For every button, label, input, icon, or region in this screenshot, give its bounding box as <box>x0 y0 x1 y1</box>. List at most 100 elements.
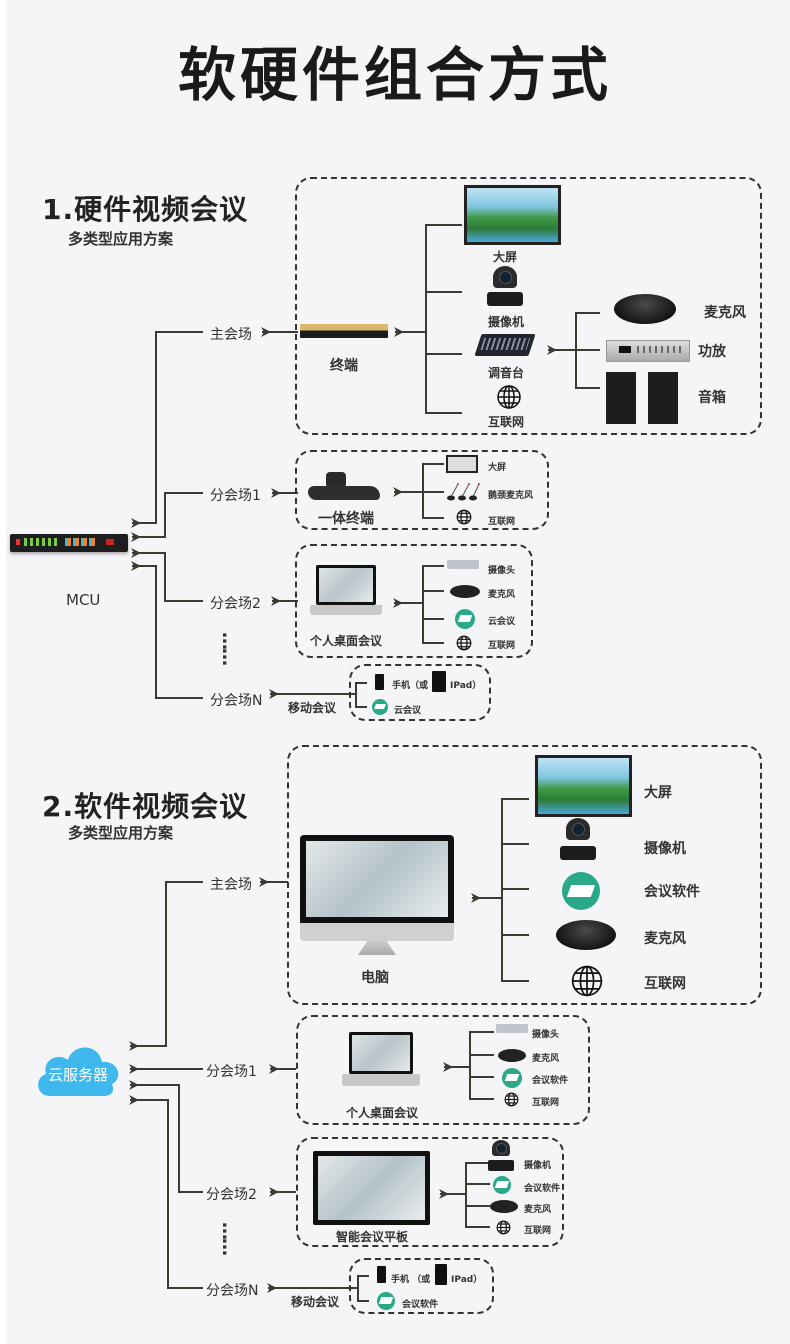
smart-panel-icon <box>313 1151 430 1225</box>
hw-branch2-label: 分会场2 <box>210 596 261 612</box>
cloud-meeting-app-icon <box>372 699 388 715</box>
sw-b2-peripheral-label-1: 会议软件 <box>524 1184 561 1194</box>
hw-b1-peripheral-label-1: 鹅颈麦克风 <box>488 491 534 501</box>
sw-b1-peripheral-label-1: 麦克风 <box>532 1054 560 1064</box>
hw-bN-peripheral-label-1: IPad） <box>450 681 482 691</box>
cloud-server-icon <box>32 1038 124 1098</box>
pc-label: 电脑 <box>361 970 389 986</box>
microphone-icon <box>450 585 480 598</box>
globe-icon <box>496 384 522 414</box>
hw-b2-peripheral-label-1: 麦克风 <box>488 590 516 600</box>
smart-panel-label: 智能会议平板 <box>336 1230 409 1244</box>
sw-branchN-label: 分会场N <box>206 1283 259 1299</box>
terminal-label: 终端 <box>330 358 358 374</box>
globe-icon <box>456 509 472 529</box>
hw-branch1-box <box>295 450 549 530</box>
hw-mixer-input-label-0: 麦克风 <box>704 305 746 321</box>
ptz-camera-icon <box>488 1140 514 1174</box>
gooseneck-mic-icon <box>446 481 480 505</box>
sw-bN-peripheral-label-1: IPad） <box>451 1275 483 1285</box>
globe-icon <box>496 1220 511 1239</box>
hw-mobile-meeting-label: 移动会议 <box>288 701 337 715</box>
small-screen-icon <box>446 455 478 473</box>
sw-b1-peripheral-label-2: 会议软件 <box>532 1076 569 1086</box>
sw-peripheral-label-3: 麦克风 <box>644 931 686 947</box>
sw-branch1-box <box>296 1015 590 1125</box>
globe-icon <box>456 635 472 655</box>
globe-icon <box>570 964 604 1002</box>
meeting-software-icon <box>377 1292 395 1310</box>
laptop-base-icon <box>310 605 382 615</box>
sw-peripheral-label-1: 摄像机 <box>644 841 686 857</box>
terminal-device-icon <box>300 324 388 338</box>
desktop-meeting-label: 个人桌面会议 <box>310 634 383 648</box>
hw-branch2-box <box>295 544 533 658</box>
all-in-one-terminal-icon <box>308 472 380 502</box>
sw-b1-peripheral-label-3: 互联网 <box>532 1098 560 1108</box>
sw-branch2-box <box>296 1137 564 1247</box>
webcam-icon <box>447 560 479 569</box>
hw-main-venue-box <box>295 177 762 435</box>
sw-branch1-label: 分会场1 <box>206 1064 257 1080</box>
phone-icon <box>375 674 384 690</box>
hw-main-venue-label: 主会场 <box>210 327 252 343</box>
meeting-software-icon <box>493 1176 511 1194</box>
hw-bN-peripheral-label-2: 云会议 <box>394 706 422 716</box>
ptz-camera-icon <box>560 818 596 864</box>
audio-mixer-icon <box>474 334 536 356</box>
cloud-server-label: 云服务器 <box>48 1066 109 1084</box>
sw-branchN-box <box>349 1258 494 1314</box>
speaker-right-icon <box>648 372 678 424</box>
big-screen-icon <box>535 755 632 817</box>
sw-b2-peripheral-label-2: 麦克风 <box>524 1205 552 1215</box>
hw-mixer-input-label-2: 音箱 <box>698 390 726 406</box>
hw-peripheral-label-3: 互联网 <box>488 415 525 429</box>
amplifier-icon <box>606 340 690 362</box>
hw-b2-peripheral-label-3: 互联网 <box>488 641 516 651</box>
laptop-screen-icon <box>316 565 376 605</box>
page-title: 软硬件组合方式 <box>177 41 612 109</box>
sw-peripheral-label-0: 大屏 <box>644 785 672 801</box>
software-section-subtitle: 多类型应用方案 <box>68 824 174 842</box>
speaker-left-icon <box>606 372 636 424</box>
ipad-icon <box>432 671 446 692</box>
microphone-icon <box>556 920 616 950</box>
aio-terminal-label: 一体终端 <box>318 511 374 527</box>
hw-b1-peripheral-label-2: 互联网 <box>488 517 516 527</box>
desktop-monitor-icon <box>300 835 454 923</box>
monitor-stand <box>358 941 396 955</box>
hw-bN-peripheral-label-0: 手机（或 <box>392 681 429 691</box>
hw-peripheral-label-2: 调音台 <box>488 366 525 380</box>
ipad-icon <box>435 1264 447 1285</box>
sw-b2-peripheral-label-3: 互联网 <box>524 1226 552 1236</box>
hw-b2-peripheral-label-0: 摄像头 <box>488 566 516 576</box>
software-section-title: 2.软件视频会议 <box>42 790 249 823</box>
sw-ellipsis: …… <box>218 1222 239 1254</box>
hw-peripheral-label-0: 大屏 <box>493 250 518 264</box>
sw-desktop-meeting-label: 个人桌面会议 <box>346 1106 419 1120</box>
hw-branchN-box <box>349 664 491 721</box>
globe-icon <box>504 1092 519 1111</box>
hw-b1-peripheral-label-0: 大屏 <box>488 463 507 473</box>
ptz-camera-icon <box>487 266 523 310</box>
laptop-screen-icon <box>349 1032 413 1074</box>
hardware-section-subtitle: 多类型应用方案 <box>68 230 174 248</box>
sw-bN-peripheral-label-0: 手机 （或 <box>391 1275 431 1285</box>
microphone-icon <box>498 1049 526 1062</box>
sw-branch2-label: 分会场2 <box>206 1187 257 1203</box>
monitor-chin <box>300 923 454 941</box>
sw-peripheral-label-4: 互联网 <box>644 976 686 992</box>
phone-icon <box>377 1266 386 1283</box>
hardware-section-title: 1.硬件视频会议 <box>42 193 249 226</box>
microphone-icon <box>490 1200 518 1213</box>
mcu-label: MCU <box>66 591 101 609</box>
mcu-device-icon <box>10 534 128 552</box>
sw-b1-peripheral-label-0: 摄像头 <box>532 1030 560 1040</box>
microphone-icon <box>614 294 676 324</box>
laptop-base-icon <box>342 1074 420 1086</box>
webcam-icon <box>496 1024 528 1033</box>
hw-branchN-label: 分会场N <box>210 693 263 709</box>
hw-b2-peripheral-label-2: 云会议 <box>488 617 516 627</box>
cloud-meeting-app-icon <box>455 609 475 629</box>
meeting-software-icon <box>502 1068 522 1088</box>
